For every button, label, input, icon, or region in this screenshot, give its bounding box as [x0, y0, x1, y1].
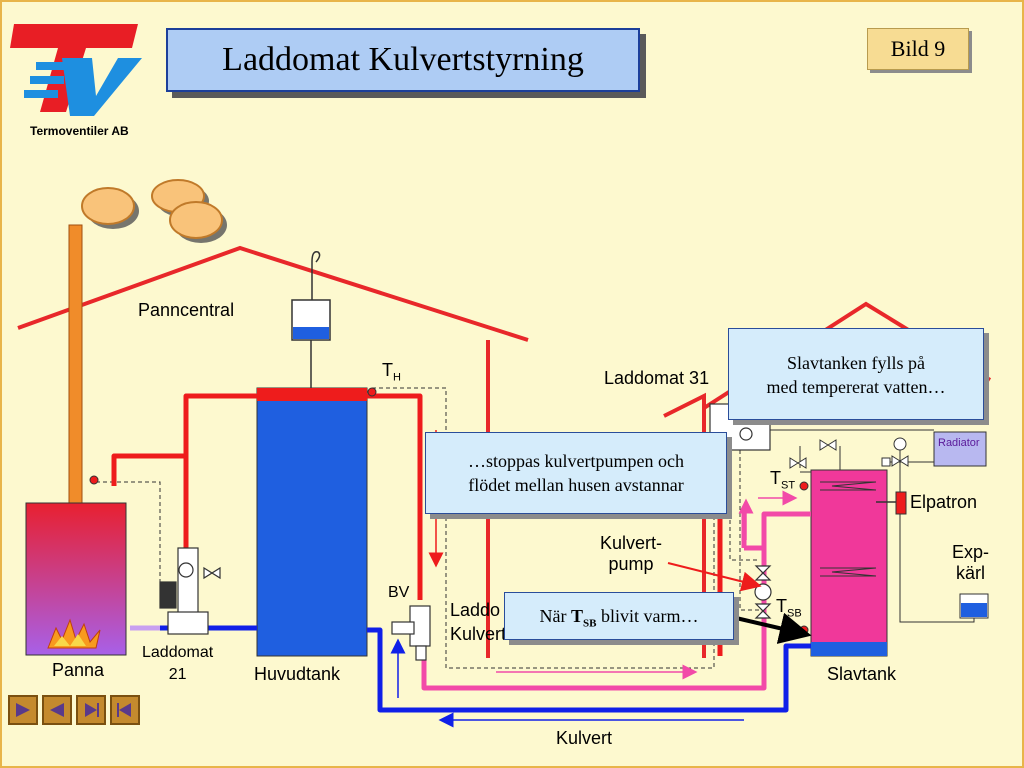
page-title: Laddomat Kulvertstyrning: [222, 41, 584, 78]
nav-first-button[interactable]: [8, 695, 38, 725]
nav-last-button[interactable]: [110, 695, 140, 725]
label-radiator: Radiator: [938, 437, 980, 449]
bv-valve-icon: [391, 605, 431, 661]
label-slavtank: Slavtank: [827, 664, 897, 684]
fire-icon: [47, 618, 101, 649]
label-panncentral: Panncentral: [138, 300, 235, 320]
elpatron-heater: [895, 491, 907, 515]
label-kulvert: Kulvert: [556, 728, 613, 748]
label-laddomat31: Laddomat 31: [604, 368, 710, 388]
label-huvudtank: Huvudtank: [254, 664, 341, 684]
sensor-th-icon: [367, 387, 377, 397]
callout-when-tsb: När TSB blivit varm…: [504, 592, 734, 640]
label-tst: TST: [770, 468, 796, 492]
sensor-panna-icon: [89, 475, 99, 485]
callout-slavtank-fills: Slavtanken fylls på med tempererat vatte…: [728, 328, 984, 420]
chimney: [68, 224, 83, 504]
laddomat21-unit-icon: [159, 547, 221, 635]
label-tsb: TSB: [776, 596, 802, 620]
nav-prev-button[interactable]: [42, 695, 72, 725]
nav-next-icon: [85, 703, 99, 717]
company-name: Termoventiler AB: [30, 124, 129, 138]
main-house-roof: [17, 245, 529, 342]
sensor-tsb-icon: [799, 625, 809, 635]
smoke-clouds-icon: [81, 179, 227, 243]
callout-stops: …stoppas kulvertpumpen och flödet mellan…: [425, 432, 727, 514]
huvudtank: [256, 387, 368, 657]
label-exp-karl: Exp-kärl: [952, 542, 990, 583]
nav-last-icon: [117, 703, 131, 717]
radiator-valves-icon: [789, 437, 909, 469]
nav-next-button[interactable]: [76, 695, 106, 725]
slide-label: Bild 9: [867, 28, 969, 70]
panna-boiler: [25, 502, 127, 656]
slavtank: [810, 469, 888, 657]
title-box: Laddomat Kulvertstyrning: [166, 28, 640, 92]
nav-prev-icon: [50, 703, 64, 717]
label-kulvertpump: Kulvert-pump: [600, 533, 663, 574]
slavtank-coil-icon: [820, 481, 877, 577]
label-elpatron: Elpatron: [910, 492, 978, 512]
label-th: TH: [382, 360, 401, 384]
radiator: [933, 431, 987, 467]
logo: [10, 24, 142, 116]
nav-first-icon: [16, 703, 30, 717]
label-bv: BV: [388, 584, 410, 601]
label-panna: Panna: [52, 660, 105, 680]
sensor-tst-icon: [799, 481, 809, 491]
